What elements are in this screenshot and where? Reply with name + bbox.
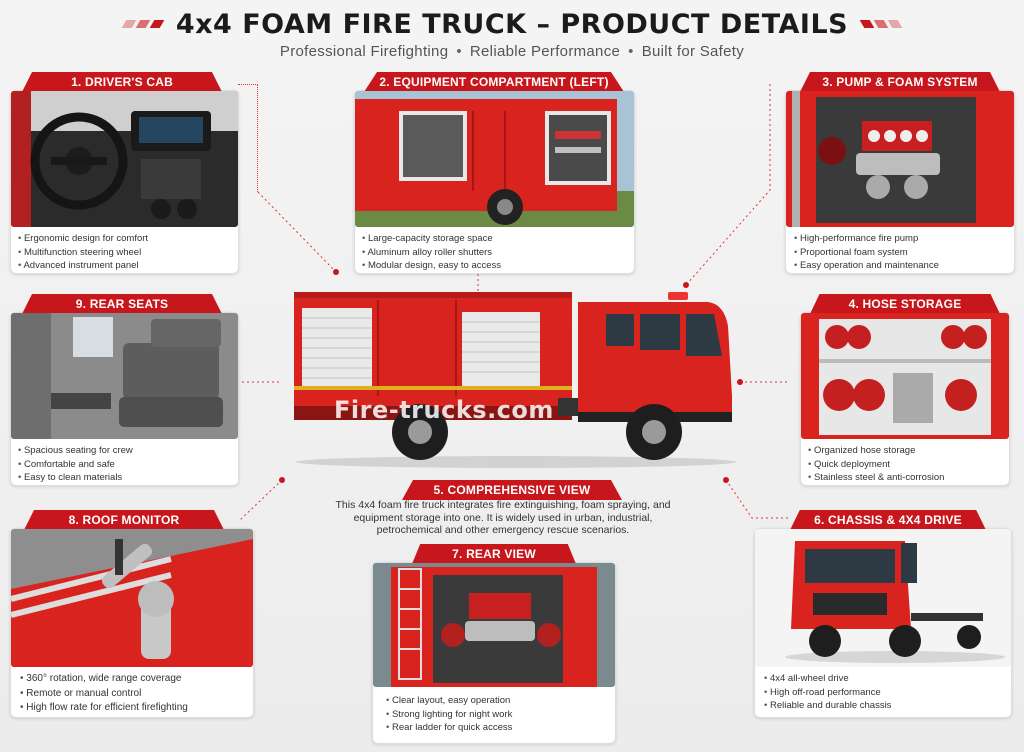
roof-monitor-features: 360° rotation, wide range coverage Remot… xyxy=(20,672,188,716)
subtitle-separator: • xyxy=(456,43,462,60)
rear-view-photo xyxy=(373,563,615,687)
list-item: Large-capacity storage space xyxy=(362,232,501,246)
list-item: Aluminum alloy roller shutters xyxy=(362,246,501,260)
subtitle-part-3: Built for Safety xyxy=(641,43,745,60)
connector-dot xyxy=(737,379,743,385)
list-item: Stainless steel & anti-corrosion xyxy=(808,471,944,485)
section-title-rear-view: 7. REAR VIEW xyxy=(412,544,576,564)
list-item: Modular design, easy to access xyxy=(362,259,501,273)
hose-storage-photo xyxy=(801,313,1009,439)
list-item: Remote or manual control xyxy=(20,687,188,702)
list-item: Proportional foam system xyxy=(794,246,939,260)
section-title-pump-foam: 3. PUMP & FOAM SYSTEM xyxy=(800,72,1000,92)
section-title-comprehensive-view: 5. COMPREHENSIVE VIEW xyxy=(402,480,622,500)
list-item: Strong lighting for night work xyxy=(386,708,512,722)
list-item: Quick deployment xyxy=(808,458,944,472)
pump-foam-features: High-performance fire pump Proportional … xyxy=(794,232,939,273)
list-item: Multifunction steering wheel xyxy=(18,246,148,260)
rear-seats-photo xyxy=(11,313,238,439)
connector-dot xyxy=(333,269,339,275)
connector-dot xyxy=(279,477,285,483)
connector-chassis xyxy=(725,479,790,519)
page-header: 4x4 FOAM FIRE TRUCK – PRODUCT DETAILS xyxy=(0,6,1024,42)
list-item: Spacious seating for crew xyxy=(18,444,133,458)
connector-pump xyxy=(685,84,771,286)
section-title-roof-monitor: 8. ROOF MONITOR xyxy=(24,510,224,530)
hose-storage-features: Organized hose storage Quick deployment … xyxy=(808,444,944,485)
drivers-cab-features: Ergonomic design for comfort Multifuncti… xyxy=(18,232,148,273)
list-item: 360° rotation, wide range coverage xyxy=(20,672,188,687)
list-item: Rear ladder for quick access xyxy=(386,721,512,735)
connector-dot xyxy=(683,282,689,288)
subtitle-part-1: Professional Firefighting xyxy=(279,43,449,60)
subtitle-separator: • xyxy=(628,43,634,60)
section-title-rear-seats: 9. REAR SEATS xyxy=(22,294,222,314)
equipment-compartment-photo xyxy=(355,91,634,227)
list-item: 4x4 all-wheel drive xyxy=(764,672,891,686)
list-item: Ergonomic design for comfort xyxy=(18,232,148,246)
list-item: Advanced instrument panel xyxy=(18,259,148,273)
connector-line xyxy=(238,84,258,192)
connector-cab xyxy=(257,191,337,273)
roof-monitor-photo xyxy=(11,529,253,667)
comprehensive-view-description: This 4x4 foam fire truck integrates fire… xyxy=(335,499,671,536)
section-title-equipment-compartment: 2. EQUIPMENT COMPARTMENT (LEFT) xyxy=(364,72,624,92)
section-title-hose-storage: 4. HOSE STORAGE xyxy=(810,294,1000,314)
subtitle-part-2: Reliable Performance xyxy=(469,43,621,60)
watermark-text: Fire-trucks.com xyxy=(334,396,554,424)
list-item: Easy operation and maintenance xyxy=(794,259,939,273)
list-item: Comfortable and safe xyxy=(18,458,133,472)
list-item: Reliable and durable chassis xyxy=(764,699,891,713)
rear-view-features: Clear layout, easy operation Strong ligh… xyxy=(386,694,512,735)
rear-seats-features: Spacious seating for crew Comfortable an… xyxy=(18,444,133,485)
connector-dot xyxy=(723,477,729,483)
fire-truck-illustration xyxy=(288,286,744,472)
equipment-compartment-features: Large-capacity storage space Aluminum al… xyxy=(362,232,501,273)
title-decoration-right xyxy=(859,20,903,28)
page-title: 4x4 FOAM FIRE TRUCK – PRODUCT DETAILS xyxy=(175,8,849,40)
list-item: High off-road performance xyxy=(764,686,891,700)
drivers-cab-photo xyxy=(11,91,238,227)
list-item: High flow rate for efficient firefightin… xyxy=(20,701,188,716)
page-subtitle: Professional Firefighting • Reliable Perfo… xyxy=(0,43,1024,60)
list-item: Easy to clean materials xyxy=(18,471,133,485)
title-decoration-left xyxy=(121,20,165,28)
pump-foam-photo xyxy=(786,91,1014,227)
list-item: Clear layout, easy operation xyxy=(386,694,512,708)
section-title-drivers-cab: 1. DRIVER'S CAB xyxy=(22,72,222,92)
list-item: Organized hose storage xyxy=(808,444,944,458)
chassis-features: 4x4 all-wheel drive High off-road perfor… xyxy=(764,672,891,713)
section-title-chassis: 6. CHASSIS & 4x4 DRIVE xyxy=(790,510,986,530)
list-item: High-performance fire pump xyxy=(794,232,939,246)
chassis-photo xyxy=(755,529,1011,667)
connector-roof xyxy=(239,479,283,521)
